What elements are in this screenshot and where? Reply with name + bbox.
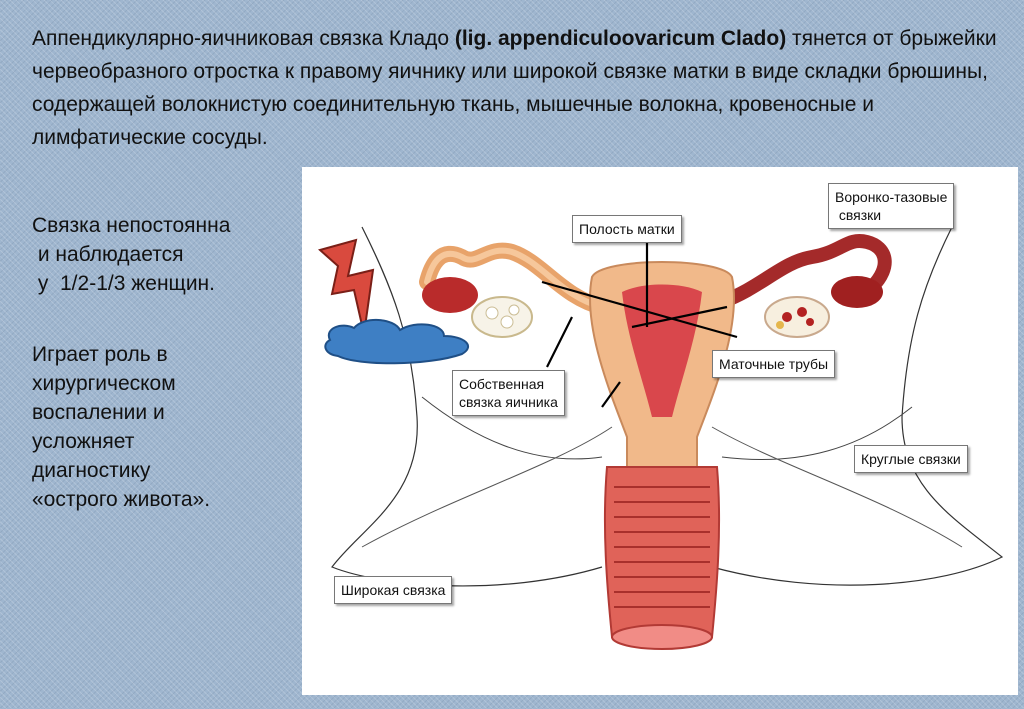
cloud-icon: [324, 319, 469, 365]
clinical-note: Играет роль в хирургическом воспалении и…: [32, 340, 282, 514]
right-ovary: [764, 296, 830, 338]
broad-ligament-lower: [361, 426, 963, 548]
intro-text-start: Аппендикулярно-яичниковая связка Кладо: [32, 27, 455, 50]
label-uterine-cavity: Полость матки: [572, 215, 682, 243]
round-ligament-left: [421, 396, 603, 460]
pointer-lines: [541, 239, 738, 408]
uterine-cavity: [622, 284, 702, 417]
anatomy-diagram: Полость матки Воронко-тазовые связки Мат…: [302, 167, 1018, 695]
clinical-line: диагностику: [32, 459, 151, 482]
occurrence-line: и наблюдается: [32, 243, 184, 266]
clinical-line: усложняет: [32, 430, 135, 453]
occurrence-line: у 1/2-1/3 женщин.: [32, 272, 215, 295]
clinical-line: воспалении и: [32, 401, 165, 424]
round-ligament-right: [721, 406, 913, 460]
intro-paragraph: Аппендикулярно-яичниковая связка Кладо (…: [32, 22, 1007, 154]
clinical-line: Играет роль в: [32, 343, 168, 366]
lightning-bolt-icon: [317, 238, 375, 335]
intro-text-rest: тянется от брыжейки червеобразного отрос…: [32, 27, 997, 149]
label-broad-ligament: Широкая связка: [334, 576, 453, 604]
occurrence-line: Связка непостоянна: [32, 214, 231, 237]
lightning-cloud-icon: [317, 238, 469, 365]
clinical-line: хирургическом: [32, 372, 176, 395]
label-infundibulopelvic-ligaments: Воронко-тазовые связки: [828, 183, 955, 229]
vaginal-rugae: [614, 486, 710, 608]
uterus-illustration: [331, 226, 1004, 650]
right-fimbriae: [831, 276, 883, 308]
left-fimbriae: [422, 277, 478, 313]
broad-ligament-outline: [331, 226, 1004, 587]
right-fallopian-tube: [715, 234, 892, 309]
acute-pain-icon: [317, 236, 488, 366]
vagina: [603, 466, 721, 638]
occurrence-note: Связка непостоянна и наблюдается у 1/2-1…: [32, 211, 282, 298]
label-round-ligaments: Круглые связки: [854, 445, 968, 473]
clinical-line: «острого живота».: [32, 488, 211, 511]
latin-term: (lig. appendiculoovaricum Clado): [454, 27, 787, 50]
label-ovarian-ligament: Собственная связка яичника: [452, 370, 565, 416]
label-fallopian-tubes: Маточные трубы: [712, 350, 836, 378]
